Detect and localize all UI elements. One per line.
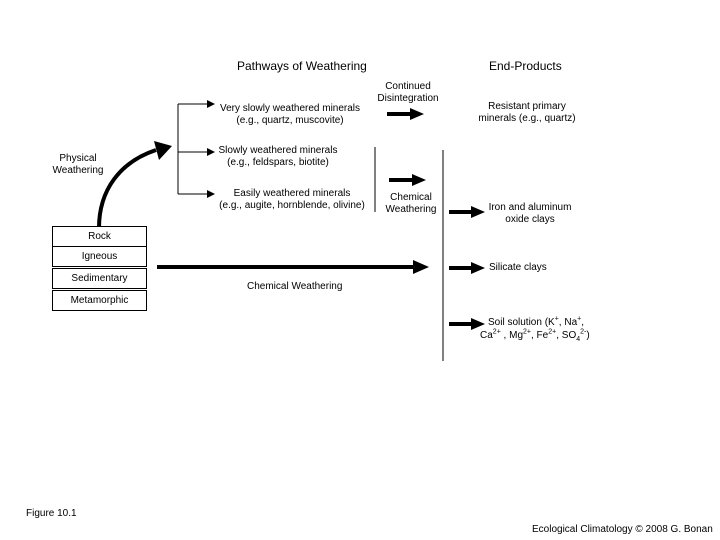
chemical-weathering-long-label: Chemical Weathering	[247, 281, 343, 292]
physical-weathering-curve	[97, 148, 157, 229]
silicate-clays-label: Silicate clays	[489, 262, 547, 273]
rock-box: Rock	[52, 226, 147, 247]
arrow-to-soil-solution	[449, 318, 485, 330]
arrow-continued-disintegration	[387, 108, 424, 120]
igneous-box: Igneous	[52, 246, 147, 267]
arrow-to-silicate-clays	[449, 262, 485, 274]
arrow-to-iron-clays	[449, 206, 485, 218]
pathways-header: Pathways of Weathering	[237, 59, 367, 73]
end-products-header: End-Products	[489, 59, 562, 73]
metamorphic-box: Metamorphic	[52, 290, 147, 311]
iron-aluminum-clays-label: Iron and aluminum oxide clays	[488, 202, 572, 225]
soil-solution-label: Soil solution (K+, Na+, Ca2+ , Mg2+, Fe2…	[480, 315, 590, 343]
resistant-minerals-label: Resistant primary minerals (e.g., quartz…	[478, 101, 576, 124]
sedimentary-box: Sedimentary	[52, 268, 147, 289]
physical-weathering-arrowhead	[154, 141, 172, 160]
chemical-weathering-mid-label: Chemical Weathering	[385, 192, 437, 215]
continued-disintegration-label: Continued Disintegration	[377, 81, 439, 104]
physical-weathering-label: Physical Weathering	[52, 153, 104, 176]
copyright-credit: Ecological Climatology © 2008 G. Bonan	[532, 524, 713, 535]
slow-minerals-label: Slowly weathered minerals (e.g., feldspa…	[218, 145, 338, 168]
figure-caption: Figure 10.1	[26, 508, 77, 519]
arrow-chemical-weathering-long	[157, 260, 429, 274]
very-slow-minerals-label: Very slowly weathered minerals (e.g., qu…	[219, 103, 361, 126]
arrow-chemical-weathering-mid	[389, 174, 426, 186]
easy-minerals-label: Easily weathered minerals (e.g., augite,…	[219, 188, 365, 211]
